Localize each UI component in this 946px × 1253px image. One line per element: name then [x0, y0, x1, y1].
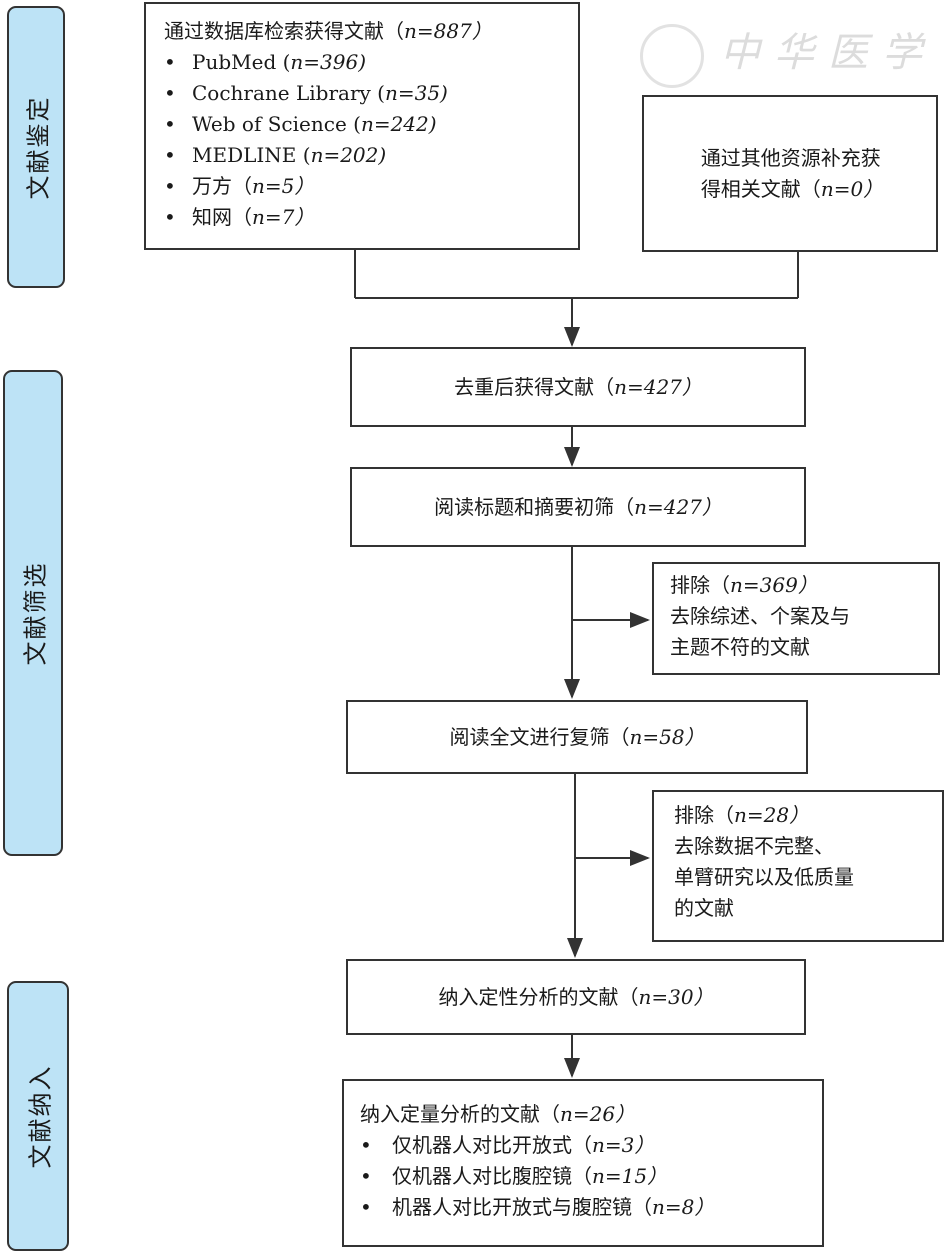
qualitative-analysis-box: 纳入定性分析的文献（n=30） [346, 959, 806, 1035]
quantitative-item: •机器人对比开放式与腹腔镜（n=8） [360, 1195, 715, 1219]
source-item: •知网（n=7） [164, 205, 315, 229]
exclusion-box-2: 排除（n=28） 去除数据不完整、 单臂研究以及低质量 的文献 [652, 790, 944, 942]
other-sources-line1: 通过其他资源补充获 [700, 145, 881, 170]
dedup-box: 去重后获得文献（n=427） [350, 347, 806, 427]
phase-identification: 文献鉴定 [7, 6, 65, 288]
exclusion-box-1: 排除（n=369） 去除综述、个案及与 主题不符的文献 [652, 562, 940, 675]
database-search-title: 通过数据库检索获得文献（n=887） [164, 19, 492, 43]
quantitative-analysis-box: 纳入定量分析的文献（n=26） •仅机器人对比开放式（n=3） •仅机器人对比腹… [342, 1079, 824, 1247]
other-sources-box: 通过其他资源补充获 得相关文献（n=0） [642, 95, 938, 252]
quantitative-title: 纳入定量分析的文献（n=26） [360, 1102, 636, 1126]
title-abstract-screening-box: 阅读标题和摘要初筛（n=427） [350, 467, 806, 547]
exclusion-2-title: 排除（n=28） [674, 803, 810, 827]
source-item: •Web of Science (n=242) [164, 112, 437, 136]
phase-screening: 文献筛选 [3, 370, 63, 856]
source-item: •MEDLINE (n=202) [164, 143, 387, 167]
exclusion-2-reason: 去除数据不完整、 [674, 834, 834, 858]
source-item: •万方（n=5） [164, 174, 315, 198]
quantitative-item: •仅机器人对比开放式（n=3） [360, 1133, 655, 1157]
source-item: •PubMed (n=396) [164, 50, 367, 74]
exclusion-1-reason: 去除综述、个案及与 [670, 604, 850, 628]
other-sources-line2: 得相关文献（n=0） [700, 176, 884, 201]
phase-inclusion: 文献纳入 [7, 981, 69, 1251]
exclusion-1-reason: 主题不符的文献 [670, 635, 810, 659]
exclusion-2-reason: 的文献 [674, 896, 734, 920]
exclusion-1-title: 排除（n=369） [670, 573, 818, 597]
exclusion-2-reason: 单臂研究以及低质量 [674, 865, 854, 889]
source-item: •Cochrane Library (n=35) [164, 81, 448, 105]
quantitative-item: •仅机器人对比腹腔镜（n=15） [360, 1164, 668, 1188]
society-seal-icon [640, 24, 704, 88]
database-search-box: 通过数据库检索获得文献（n=887） •PubMed (n=396) •Coch… [144, 2, 580, 250]
fulltext-screening-box: 阅读全文进行复筛（n=58） [346, 700, 808, 774]
